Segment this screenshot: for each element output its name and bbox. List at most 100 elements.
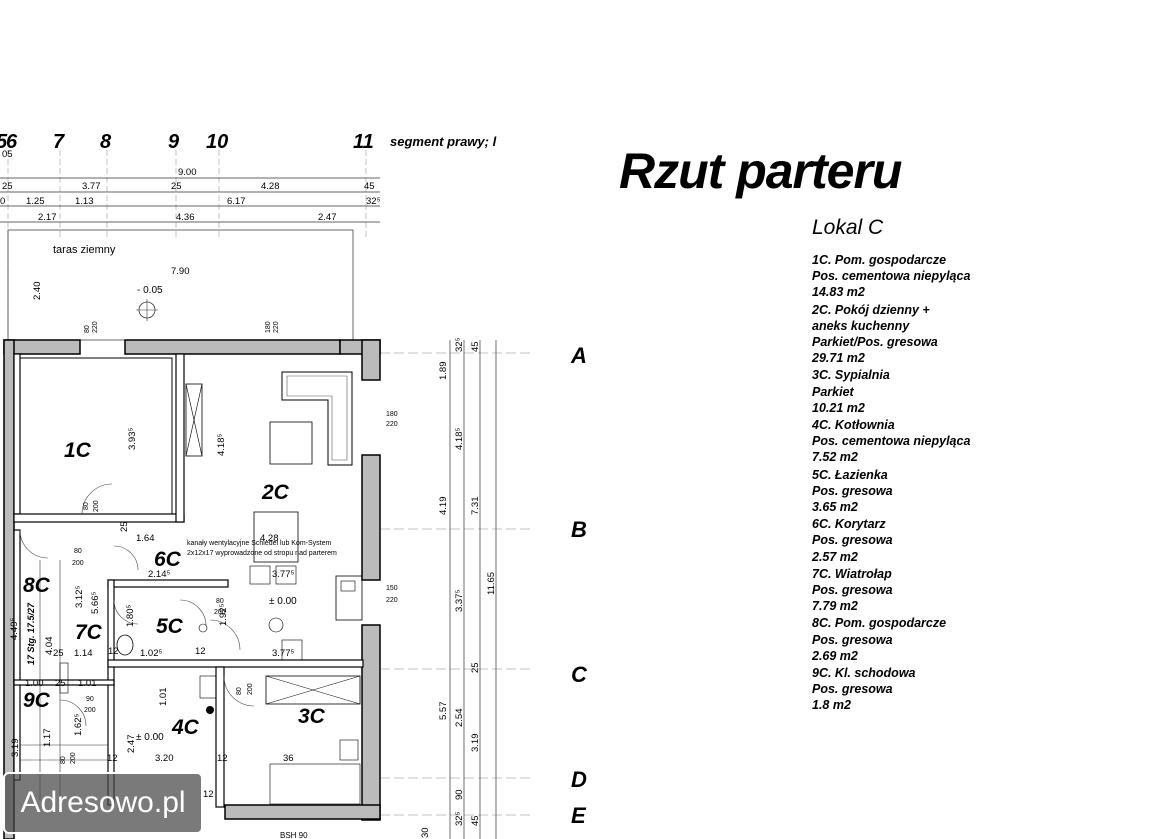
grid-number-5: 5 xyxy=(0,131,8,153)
dim-text: 4.04 xyxy=(44,637,55,656)
legend-room-name: 2C. Pokój dzienny + xyxy=(812,302,930,317)
dim-text: 4.49⁵ xyxy=(9,618,20,640)
dim-text: 32⁵ xyxy=(366,196,381,207)
dim-text: 3.77⁵ xyxy=(272,648,294,659)
dim-text: 45 xyxy=(470,815,481,826)
legend-entry-3C: 3C. Sypialnia Parkiet 10.21 m2 xyxy=(812,367,1012,416)
axis-letter-E: E xyxy=(571,803,586,828)
room-label-4C: 4C xyxy=(171,716,200,739)
legend-room-finish: Pos. gresowa xyxy=(812,632,893,647)
dim-text: 90 xyxy=(454,789,465,800)
legend-entry-2C: 2C. Pokój dzienny + aneks kuchenny Parki… xyxy=(812,302,1012,367)
legend-entry-6C: 6C. Korytarz Pos. gresowa 2.57 m2 xyxy=(812,516,1012,565)
unit-title: Lokal C xyxy=(812,216,884,239)
window-dim: 200 xyxy=(214,609,226,616)
dim-text: 1.80⁵ xyxy=(125,605,136,627)
dim-text: 3.77⁵ xyxy=(272,569,294,580)
room-label-7C: 7C xyxy=(75,621,103,644)
dim-text: 1.00 xyxy=(25,678,44,689)
dim-text: 30 xyxy=(420,827,431,838)
grid-number-7: 7 xyxy=(53,131,65,153)
dim-text: 45 xyxy=(364,181,375,192)
dim-text: 5.57 xyxy=(438,702,449,721)
legend-entry-7C: 7C. Wiatrołap Pos. gresowa 7.79 m2 xyxy=(812,566,1012,615)
legend-room-area: 7.79 m2 xyxy=(812,599,858,614)
dim-text: 2.54 xyxy=(454,709,465,728)
dim-text: 0 xyxy=(0,196,5,207)
dim-text: 5.66⁵ xyxy=(90,592,101,614)
legend-room-name: 3C. Sypialnia xyxy=(812,368,890,383)
window-dim: 80 xyxy=(83,502,90,510)
floor-level-mark: ± 0.00 xyxy=(269,596,297,607)
window-dim: 80 xyxy=(84,325,91,333)
dim-text: 3.12⁵ xyxy=(74,586,85,608)
dim-text: 1.17 xyxy=(42,729,53,748)
room-label-5C: 5C xyxy=(156,615,184,638)
page-title: Rzut parteru xyxy=(619,143,902,199)
grid-number-10: 10 xyxy=(206,131,228,153)
dim-text: 3.37⁵ xyxy=(454,590,465,612)
dim-text: 6.17 xyxy=(227,196,246,207)
dim-text: 1.02⁵ xyxy=(140,648,162,659)
dim-text: 2.17 xyxy=(38,212,57,223)
legend-room-finish: Pos. cementowa niepyląca xyxy=(812,434,971,449)
dim-text: 1.89 xyxy=(438,362,449,381)
dim-text: 7.90 xyxy=(171,266,190,277)
window-dim: 80 xyxy=(216,598,224,605)
window-dim: 180 xyxy=(386,411,398,418)
legend-room-finish: Parkiet xyxy=(812,384,854,399)
dim-text: 3.19 xyxy=(470,734,481,753)
dim-text: 4.36 xyxy=(176,212,195,223)
legend-room-area: 2.69 m2 xyxy=(812,648,858,663)
room-label-1C: 1C xyxy=(64,439,92,462)
dim-text: 3.19 xyxy=(10,739,21,758)
grid-number-8: 8 xyxy=(100,131,112,153)
legend-room-finish: Parkiet/Pos. gresowa xyxy=(812,335,938,350)
room-label-3C: 3C xyxy=(298,705,326,728)
dim-text: 2.14⁵ xyxy=(148,569,170,580)
dim-text: 9.00 xyxy=(178,167,197,178)
window-dim: 80 xyxy=(60,756,67,764)
window-dim: 200 xyxy=(93,500,100,512)
grid-number-11: 11 xyxy=(353,131,374,153)
legend-room-finish: Pos. cementowa niepyląca xyxy=(812,269,971,284)
watermark-logo: Adresowo.pl xyxy=(3,772,203,834)
legend-room-name-cont: aneks kuchenny xyxy=(812,318,910,333)
legend-room-name: 7C. Wiatrołap xyxy=(812,566,892,581)
dim-text: 11.65 xyxy=(486,572,497,595)
terrace-label: taras ziemny xyxy=(53,244,116,256)
legend-entry-1C: 1C. Pom. gospodarcze Pos. cementowa niep… xyxy=(812,252,1012,301)
window-dim: 200 xyxy=(247,683,254,695)
legend-entry-4C: 4C. Kotłownia Pos. cementowa niepyląca 7… xyxy=(812,417,1012,466)
vent-note-line-1: kanały wentylacyjne Schiedel lub Kom-Sys… xyxy=(187,540,332,547)
dim-text: 4.28 xyxy=(260,533,279,544)
legend-entry-5C: 5C. Łazienka Pos. gresowa 3.65 m2 xyxy=(812,467,1012,516)
dim-text: 25 xyxy=(119,521,130,532)
dim-text: 1.01 xyxy=(78,678,97,689)
dim-text: 4.19 xyxy=(438,497,449,516)
dim-text: 25 xyxy=(53,648,64,659)
floor-plan-drawing: 5 6 7 8 9 10 11 segment prawy; l 9.00 3.… xyxy=(0,131,530,839)
legend-room-area: 1.8 m2 xyxy=(812,698,851,713)
dim-text: 25 xyxy=(2,181,13,192)
dim-text: 25 xyxy=(470,662,481,673)
dim-text: 12 xyxy=(108,646,119,657)
dim-text: 32⁵ xyxy=(454,337,465,352)
window-dim: 220 xyxy=(273,321,280,333)
legend-room-area: 14.83 m2 xyxy=(812,285,865,300)
dim-text: 32⁵ xyxy=(454,811,465,826)
dim-text: 1.25 xyxy=(26,196,45,207)
window-dim: 220 xyxy=(92,321,99,333)
room-legend: 1C. Pom. gospodarcze Pos. cementowa niep… xyxy=(812,252,1012,715)
dim-text: 25 xyxy=(55,678,66,689)
dim-text: 1.01 xyxy=(158,688,169,707)
dim-text: 1.92⁵ xyxy=(218,604,229,626)
grid-number-6: 6 xyxy=(6,131,18,153)
dim-text: 05 xyxy=(2,149,13,160)
dim-text: 4.18⁵ xyxy=(216,434,227,456)
dim-text: 12 xyxy=(217,753,228,764)
legend-room-finish: Pos. gresowa xyxy=(812,483,893,498)
legend-room-finish: Pos. gresowa xyxy=(812,583,893,598)
legend-room-name: 5C. Łazienka xyxy=(812,467,888,482)
window-dim: 220 xyxy=(386,421,398,428)
